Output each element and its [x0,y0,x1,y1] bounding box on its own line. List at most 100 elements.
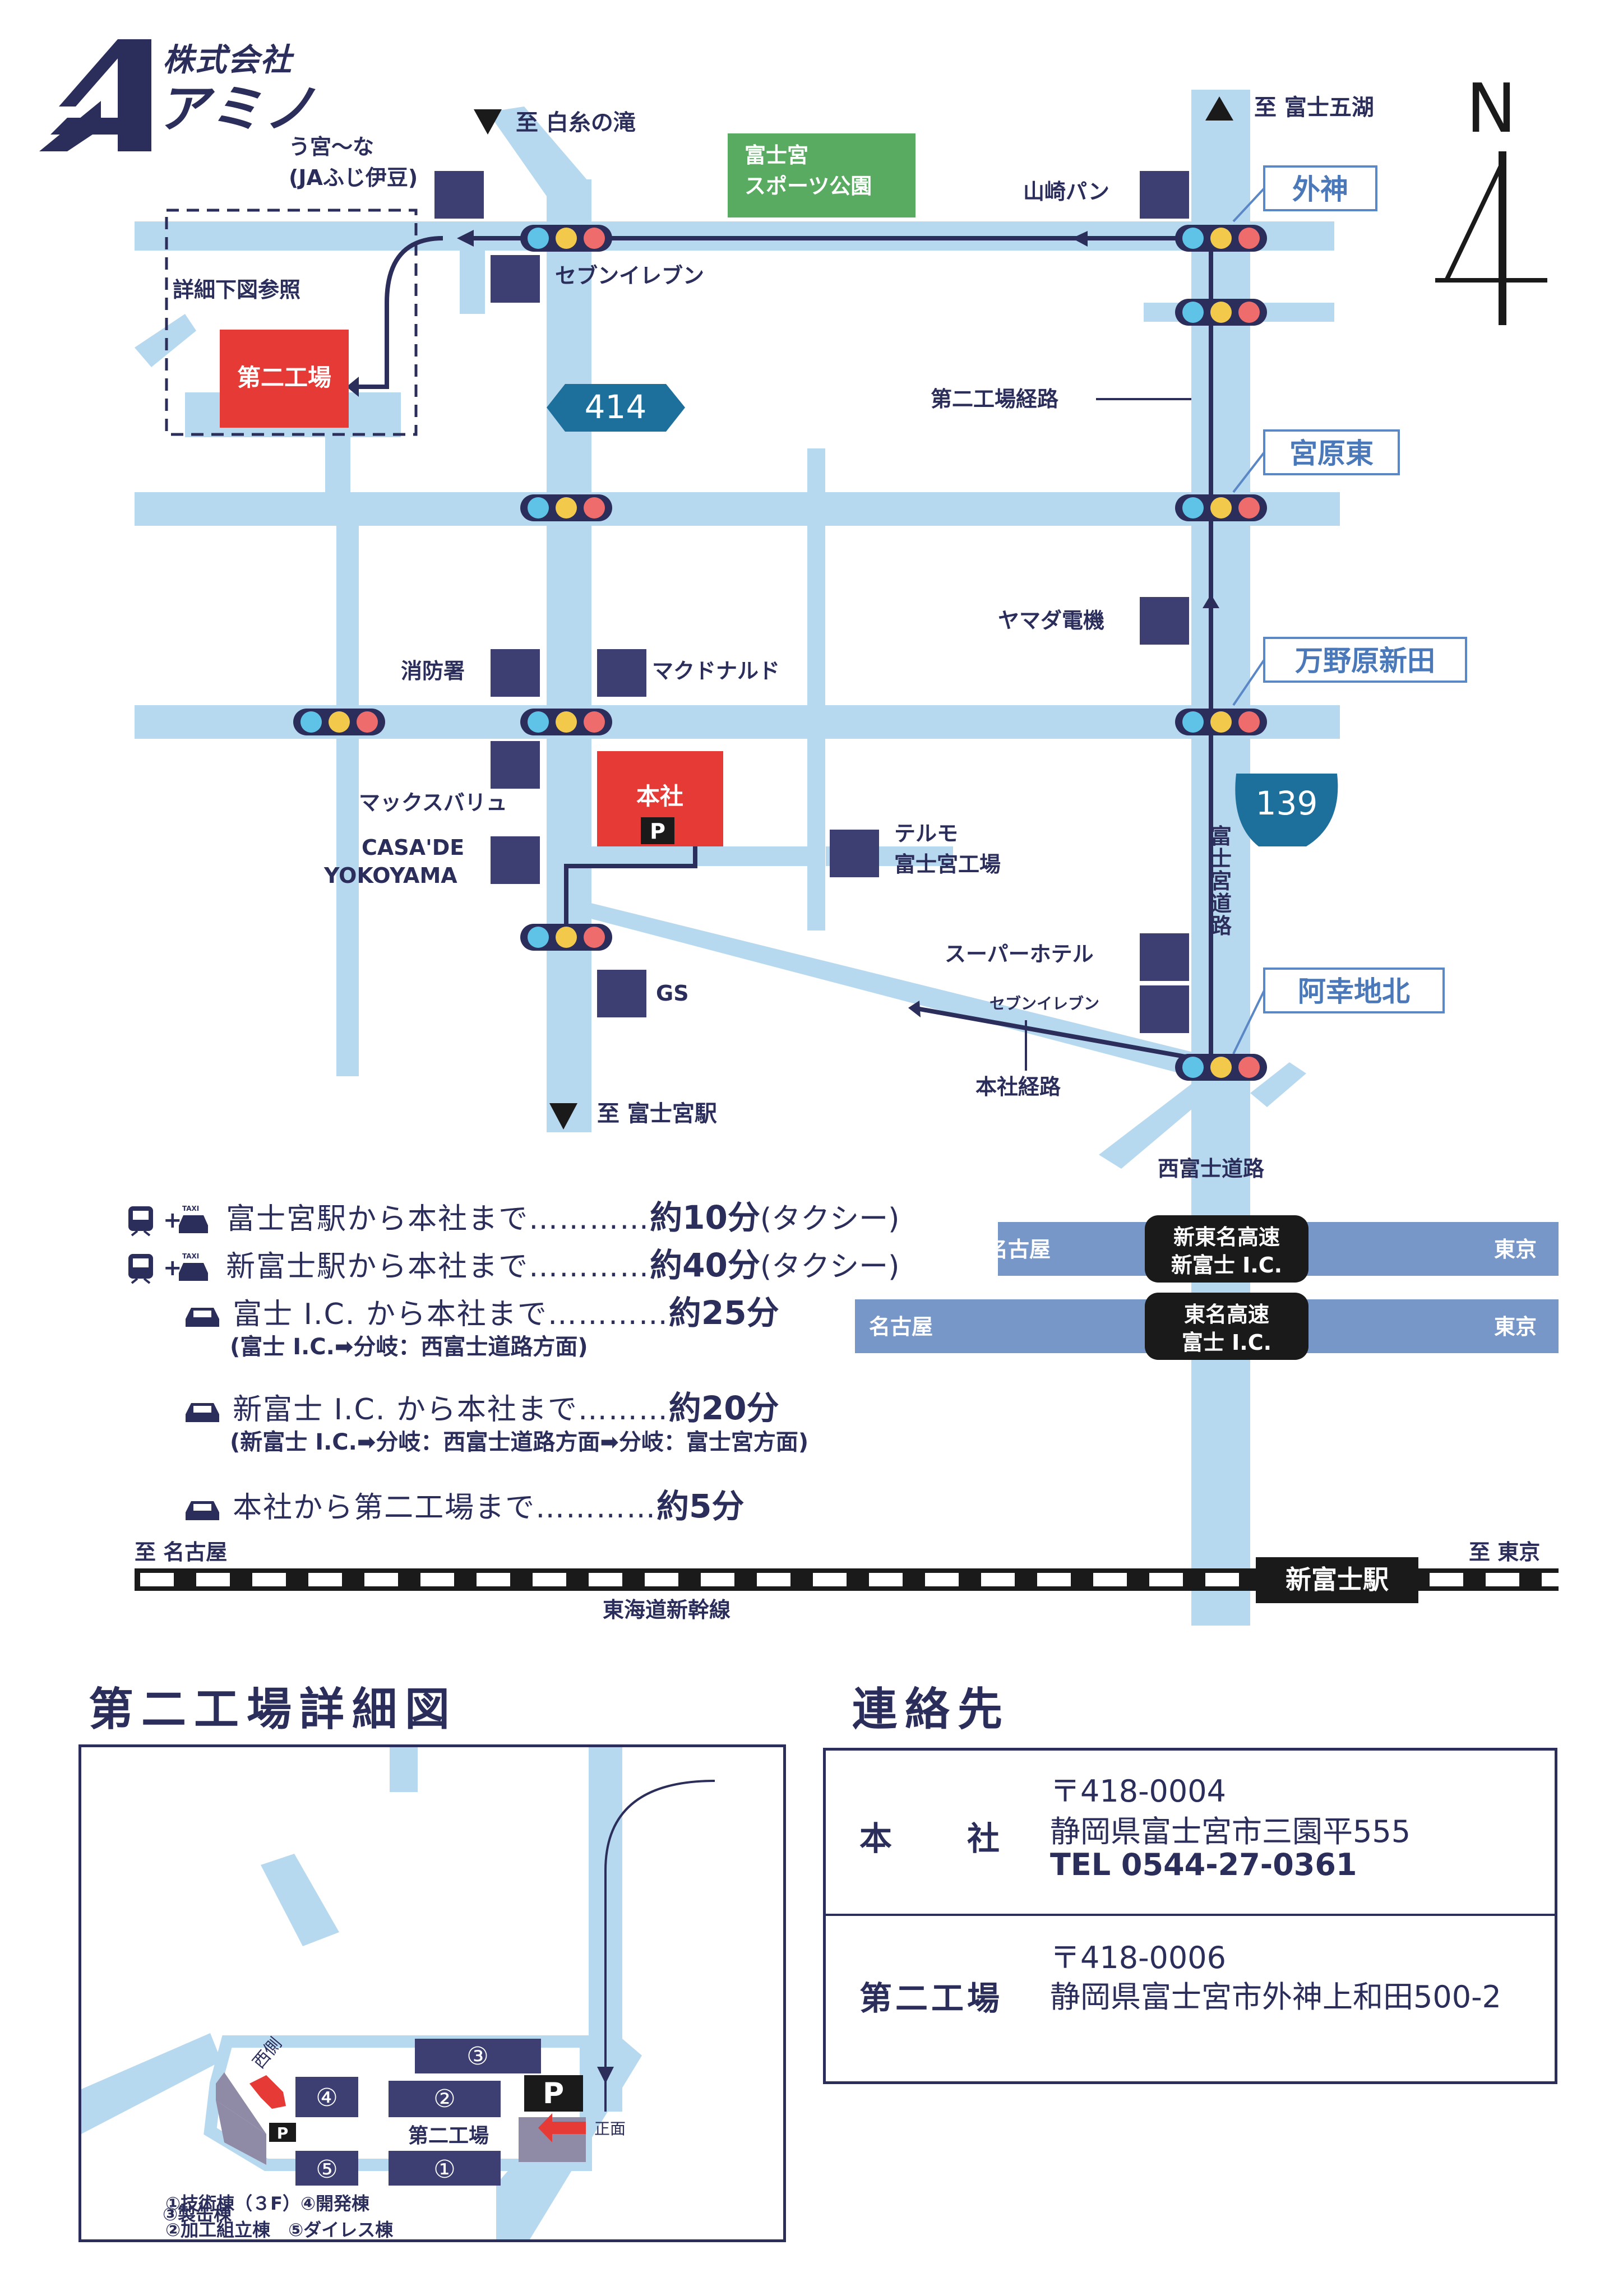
route-5-time: 約5分 [656,1487,745,1525]
shinfuji-station-box [1256,1557,1418,1603]
dest-shiraito-label: 至 白糸の滝 [516,110,636,136]
traffic-signal-icon [293,709,385,735]
highway-labels: 名古屋 東京 名古屋 東京 新東名高速 新富士 I.C. 東名高速 富士 I.C… [869,1215,1537,1603]
road-fujinomiya-doro [1191,90,1250,1626]
detail-parking-small-label: P [277,2124,289,2142]
gs-label: GS [656,981,689,1006]
route-5-lead: 本社から第二工場まで………… [233,1491,657,1525]
traffic-signal-icon [520,709,612,735]
mcd-square [597,649,646,697]
car-icon [186,1403,219,1422]
casa-line2: YOKOYAMA [323,863,457,888]
tokyo1-label: 東京 [1494,1237,1537,1262]
hq-parking-icon [641,817,674,844]
contact-hq-zip: 〒418-0004 [1050,1774,1226,1809]
contact-title: 連絡先 [852,1683,1010,1735]
yamazaki-square [1140,171,1189,219]
car-icon [186,1501,219,1520]
access-map: 詳細下図参照 第二工場 本社 P 富士宮 スポーツ公園 至 白糸の滝 至 富士五… [135,70,1575,1626]
contact-hq-tel[interactable]: TEL 0544-27-0361 [1050,1847,1357,1882]
seven-top-label: セブンイレブン [555,263,704,288]
factory2-marker [220,330,349,428]
route-item-5: 本社から第二工場まで…………約5分 [182,1480,744,1527]
dest-fujigoko-arrow-icon [1205,96,1233,121]
terumo-square [830,830,879,877]
logo-mark-icon [39,39,151,151]
tomei-line2: 富士 I.C. [1182,1330,1271,1355]
umiyana-square [434,171,484,219]
to-nagoya-label: 至 名古屋 [135,1540,227,1564]
shintomei-line2: 新富士 I.C. [1171,1253,1282,1277]
shintomei-ic-box [1145,1215,1308,1283]
route-paths [359,236,1217,1064]
rail-tick [869,1573,903,1586]
route-2-note: (タクシー) [760,1250,900,1284]
detail-ref-label: 詳細下図参照 [173,277,300,302]
fire-label: 消防署 [401,659,465,683]
rail-tick [645,1573,678,1586]
detail-factory-label: 第二工場 [408,2124,489,2147]
company-logo [34,34,325,163]
detail-parking-label: P [543,2077,564,2110]
hq-parking-label: P [650,819,665,844]
map-labels: 至 白糸の滝 至 富士五湖 至 富士宮駅 う宮～な (JAふじ伊豆) 山崎パン … [135,95,1540,1622]
fujinomiya-road-char-1: 富 [1210,824,1232,849]
rail-tick [1149,1573,1183,1586]
rail-tick [420,1573,454,1586]
shinkansen-label: 東海道新幹線 [603,1598,730,1622]
contact-f2-address: 静岡県富士宮市外神上和田500-2 [1050,1979,1501,2015]
rail-tick [813,1573,847,1586]
mcd-label: マクドナルド [652,659,780,683]
north-label: N [1466,70,1516,148]
route-4-sub: (新富士 I.C.➡分岐：西富士道路方面➡分岐：富士宮方面) [230,1429,809,1455]
traffic-signal-icon [1175,1054,1267,1081]
route-item-2: + TAXI 新富士駅から本社まで…………約40分(タクシー) [126,1239,899,1286]
sports-park-line2: スポーツ公園 [745,174,872,198]
tomei-line1: 東名高速 [1184,1302,1269,1327]
route-1-time: 約10分 [650,1198,760,1237]
umiyana-line2: (JAふじ伊豆) [289,165,418,190]
company-type: 株式会社 [163,42,293,78]
shintomei-line1: 新東名高速 [1173,1225,1280,1249]
route-414-shield: 414 [547,384,685,432]
dest-fujinomiya-label: 至 富士宮駅 [597,1101,717,1127]
yamada-square [1140,597,1189,645]
fujinomiya-road-char-4: 道 [1210,891,1232,916]
hq-route-label: 本社経路 [975,1075,1061,1099]
north-arrow: N [1435,70,1547,325]
contact-hq-name: 本 社 [859,1820,1004,1858]
rail-tick [981,1573,1015,1586]
dest-shiraito-arrow-icon [474,109,502,135]
rail-tick [308,1573,342,1586]
train-taxi-icon: + TAXI [128,1205,208,1237]
route-139-shield: 139 [1235,774,1338,846]
detail-title: 第二工場詳細図 [89,1683,457,1735]
fujinomiya-road-char-3: 宮 [1210,869,1232,894]
nagoya1-label: 名古屋 [987,1237,1051,1262]
traffic-signal-icon [520,494,612,521]
route-3-time: 約25分 [668,1294,779,1332]
contact-f2-zip: 〒418-0006 [1050,1940,1226,1975]
company-name: アミノ [157,79,318,139]
rail-tick [252,1573,286,1586]
route-item-4: 新富士 I.C. から本社まで………約20分 [182,1382,779,1429]
rail-tick [1542,1573,1575,1586]
traffic-signal-icon [520,924,612,951]
building-3-label: ③ [466,2042,488,2071]
factory2-detail-box: ③ ④ ② P 第二工場 ⑤ ① P 西側 正面 ①技術棟（３F）④開発棟 ②加… [78,1744,786,2242]
contact-hq-address: 静岡県富士宮市三園平555 [1050,1814,1411,1849]
car-icon [186,1308,219,1327]
front-label: 正面 [594,2119,626,2138]
route-1-note: (タクシー) [760,1202,900,1236]
route-3-lead: 富士 I.C. から本社まで………… [233,1298,669,1331]
rail-tick [925,1573,959,1586]
rail-tick [1093,1573,1127,1586]
casa-line1: CASA'DE [362,835,464,860]
route-139-label: 139 [1256,784,1318,822]
rail-tick [477,1573,510,1586]
route-2-time: 約40分 [650,1246,760,1284]
detail-frame [165,209,418,436]
route-4-lead: 新富士 I.C. から本社まで……… [233,1393,669,1427]
tomei-ic-box [1145,1293,1308,1360]
traffic-signal-icon [1175,299,1267,326]
